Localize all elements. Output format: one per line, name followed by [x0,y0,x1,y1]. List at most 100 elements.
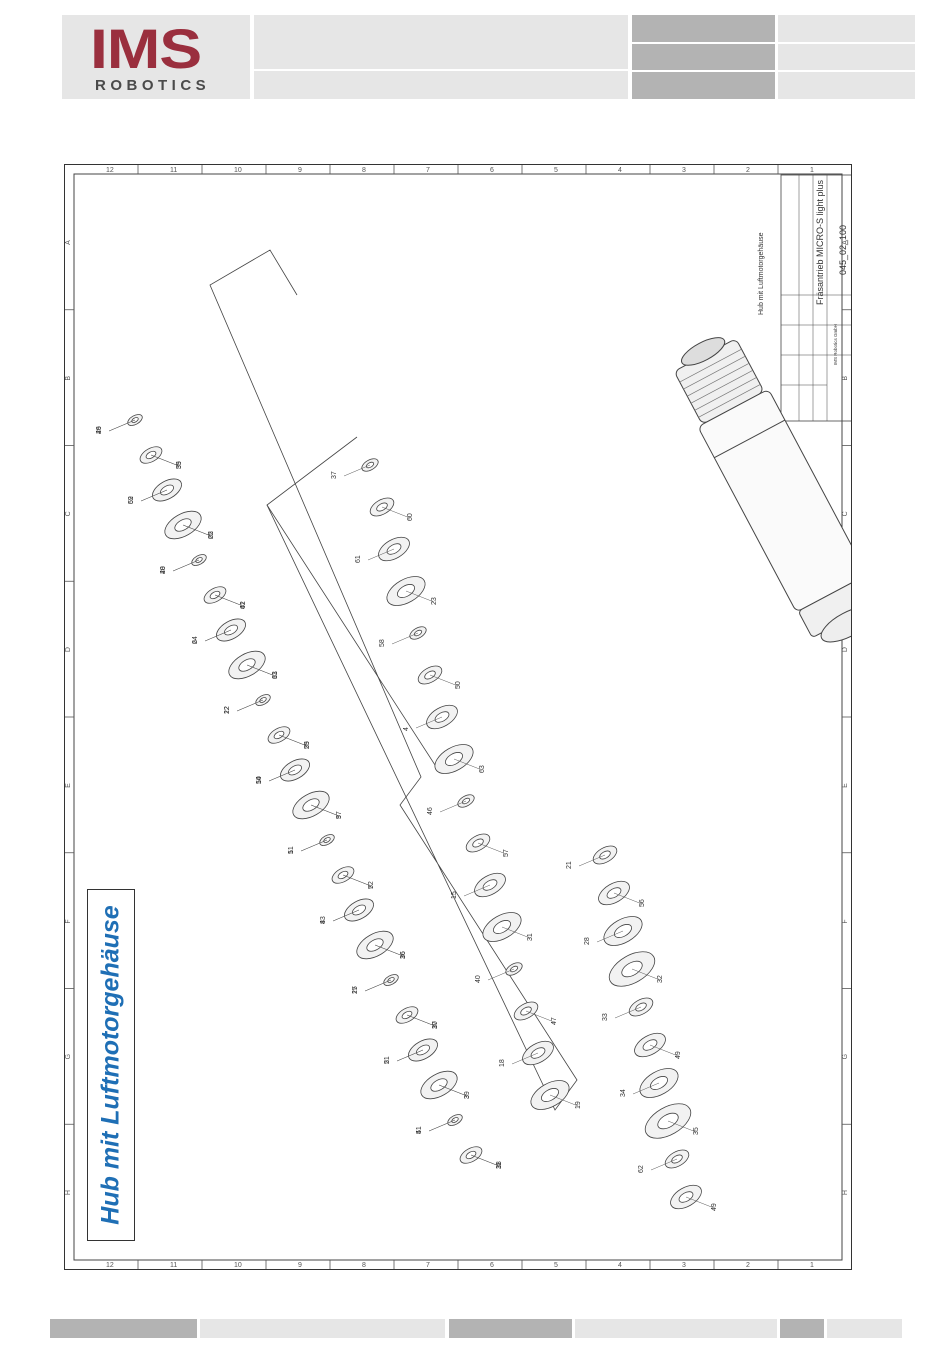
border-number-bottom: 3 [682,1262,686,1269]
part-number-label: 61 [272,671,279,679]
border-letter-left: F [65,919,72,923]
leader-line [667,1120,697,1133]
leader-line [614,1006,642,1019]
part-number-label: 49 [675,1051,682,1059]
part-number-label: 54 [256,776,263,784]
part-number-label: 25 [208,531,215,539]
leader-line [214,594,244,607]
border-letter-left: B [65,376,72,381]
part-number-label: 57 [336,811,343,819]
leader-line [381,506,411,519]
header-label-cell-1 [632,15,775,42]
border-number-bottom: 11 [170,1262,177,1269]
part-number-label: 26 [96,426,103,434]
border-number-top: 2 [746,167,750,174]
part-number-label: 57 [503,849,510,857]
part-number-label: 9 [336,815,343,819]
part-number-label: 58 [379,639,386,647]
part-number-label: 62 [208,531,215,539]
part-number-label: 19 [575,1101,582,1109]
border-letter-left: H [65,1190,72,1195]
leader-line [613,892,643,905]
border-letter-right: G [842,1054,849,1059]
part-number-label: 41 [416,1126,423,1134]
header-title-cell-top [254,15,628,69]
part-number-label: 24 [192,636,199,644]
part-number-label: 37 [331,471,338,479]
footer-cell-3 [449,1319,572,1338]
leader-line [439,800,467,813]
exploded-part [608,951,656,987]
part-number-label: 28 [584,937,591,945]
leader-line [182,524,212,537]
leader-line [204,629,232,642]
part-number-label: 43 [320,916,327,924]
border-number-top: 8 [362,167,366,174]
border-number-bottom: 5 [554,1262,558,1269]
border-number-bottom: 12 [106,1262,114,1269]
part-number-label: 22 [224,706,231,714]
border-number-bottom: 10 [234,1262,242,1269]
logo-subline: ROBOTICS [95,77,211,94]
drawing-name: Hub mit Luftmotorgehäuse [758,232,765,315]
leader-line [367,548,395,561]
part-number-label: 1 [288,850,295,854]
border-letter-left: E [65,783,72,788]
part-number-label: 31 [527,933,534,941]
part-number-label: 18 [499,1059,506,1067]
leader-line [150,454,180,467]
border-letter-right: D [842,647,849,652]
leader-line [501,926,531,939]
part-number-label: 42 [240,601,247,609]
header-value-cell-1 [778,15,915,42]
part-number-label: 49 [711,1203,718,1211]
part-number-label: 3 [464,1095,471,1099]
border-number-top: 4 [618,167,622,174]
border-letter-right: C [842,511,849,516]
part-number-label: 32 [657,975,664,983]
part-number-label: 51 [288,846,295,854]
border-letter-right: E [842,783,849,788]
part-number-label: 52 [368,881,375,889]
leader-line [487,968,515,981]
title-block-company: IMS Robotics GmbH [833,324,838,365]
header-value-cell-2 [778,44,915,70]
part-number-label: 59 [176,461,183,469]
border-letter-left: A [65,240,72,245]
part-number-label: 35 [693,1127,700,1135]
leader-line [140,489,168,502]
part-number-label: 17 [432,1021,439,1029]
border-number-bottom: 7 [426,1262,430,1269]
logo-box: IMS ROBOTICS [62,15,250,99]
part-number-label: 39 [464,1091,471,1099]
border-letter-right: H [842,1190,849,1195]
border-number-bottom: 2 [746,1262,750,1269]
leader-line [391,632,419,645]
part-number-label: 50 [455,681,462,689]
part-number-label: 48 [160,566,167,574]
part-number-label: 11 [496,1162,503,1169]
part-number-label: 13 [272,671,279,679]
leader-line [631,968,661,981]
leader-line [453,758,483,771]
part-number-label: 62 [638,1165,645,1173]
border-letter-right: F [842,919,849,923]
part-number-label: 51 [384,1056,391,1064]
leader-line [310,804,340,817]
leader-line [525,1010,555,1023]
title-block: Fräsantrieb MICRO-S light plus 045_02_10… [780,174,851,422]
part-number-label: 40 [475,975,482,983]
leader-line [596,930,624,943]
part-number-label: 61 [355,555,362,563]
border-number-top: 5 [554,167,558,174]
leader-line [236,699,264,712]
part-number-label: 2 [384,1060,391,1064]
part-number-label: 56 [639,899,646,907]
leader-line [415,716,443,729]
leader-line [300,839,328,852]
border-letter-right: A [842,240,849,245]
part-number-label: 23 [431,597,438,605]
title-block-product: Fräsantrieb MICRO-S light plus [815,179,825,305]
